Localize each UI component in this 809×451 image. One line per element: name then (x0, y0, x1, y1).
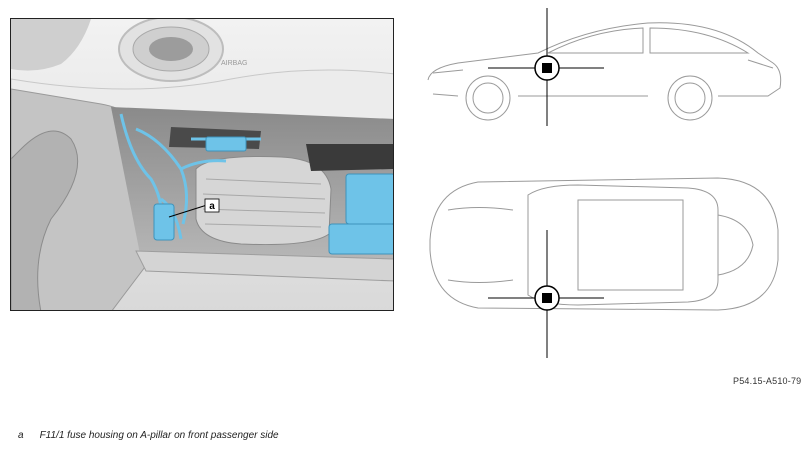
location-marker-top (488, 230, 604, 358)
legend-key: a (18, 430, 24, 441)
door-handle-area (11, 130, 79, 310)
hvac-housing (195, 156, 332, 246)
legend-text: F11/1 fuse housing on A-pillar on front … (39, 430, 279, 441)
speaker-grille (11, 19, 91, 71)
air-vent (118, 19, 224, 82)
figure-reference-code: P54.15-A510-79 (733, 376, 802, 386)
control-unit (306, 144, 393, 171)
fuse-housing-f11-1 (153, 203, 175, 241)
connector-block (205, 136, 247, 152)
component-location-photo: AIRBAG a (10, 18, 394, 311)
callout-line (168, 204, 208, 218)
dashboard-illustration: AIRBAG a (11, 19, 393, 310)
legend-item: a F11/1 fuse housing on A-pillar on fron… (18, 430, 279, 441)
vehicle-side-view (418, 8, 798, 128)
location-marker-side (488, 8, 604, 126)
blue-module (345, 173, 393, 225)
callout-box (204, 198, 220, 213)
callout-letter: a (209, 201, 215, 212)
car-side-outline (427, 8, 782, 126)
vehicle-top-view (418, 170, 798, 360)
car-top-outline (429, 177, 779, 358)
airbag-label: AIRBAG (221, 60, 247, 67)
